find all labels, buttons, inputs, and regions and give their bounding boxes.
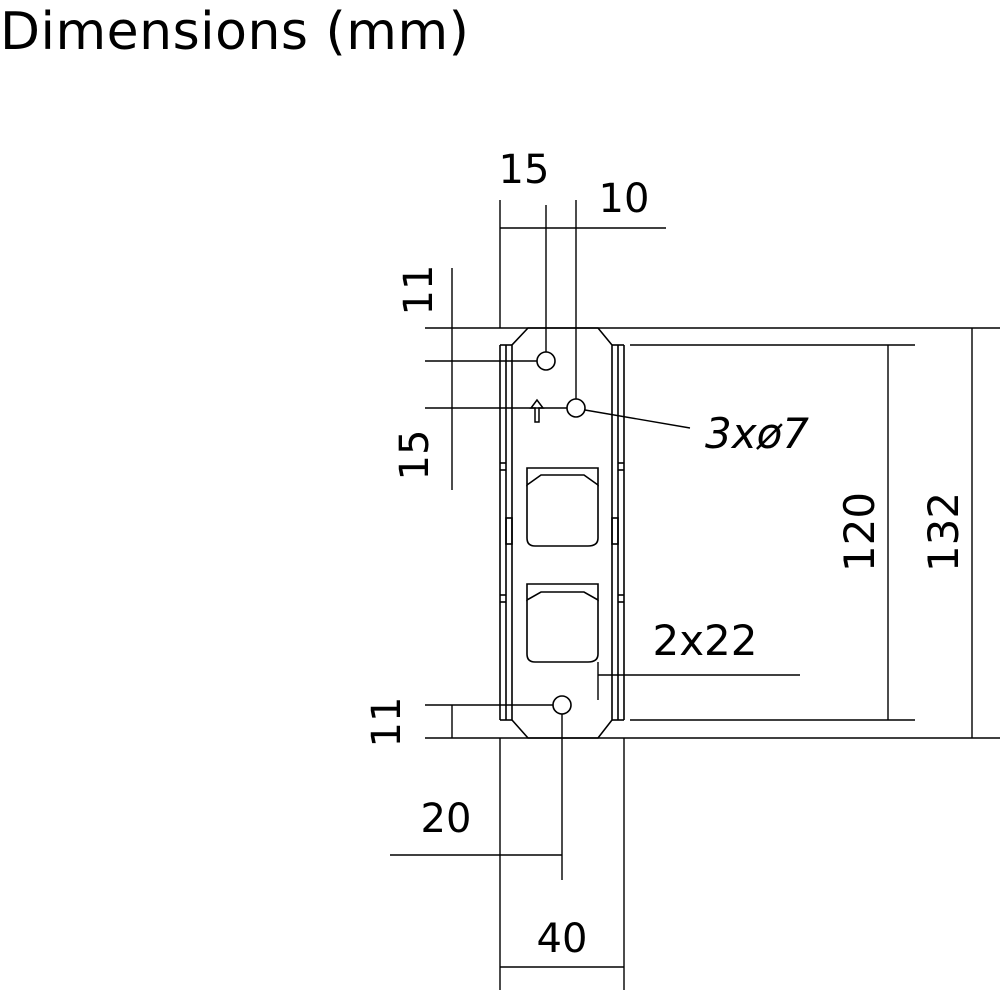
slot-2-tab [526,583,599,602]
dim-slots-note: 2x22 [652,616,757,665]
slot-1-tab [526,467,599,487]
dim-second-hole-offset: 10 [599,176,650,222]
dim-top-margin: 11 [396,265,442,316]
bracket-part [499,327,625,739]
slot-2 [526,600,599,663]
dim-bottom-hole-offset: 20 [421,796,472,842]
slot-1 [526,485,599,547]
mounting-hole-3 [552,695,572,715]
dim-holes-note: 3xø7 [705,409,809,458]
dim-inner-height: 120 [835,492,884,572]
dim-bottom-margin: 11 [364,697,410,748]
up-arrow-icon [529,398,545,423]
page-title: Dimensions (mm) [0,2,470,62]
dim-total-height: 132 [919,492,968,572]
mounting-hole-2 [566,398,586,418]
dim-top-hole-offset: 15 [499,147,550,193]
dim-hole-spacing: 15 [392,430,438,481]
dim-width: 40 [537,916,588,962]
dimension-lines [390,200,1000,990]
mounting-hole-1 [536,351,556,371]
